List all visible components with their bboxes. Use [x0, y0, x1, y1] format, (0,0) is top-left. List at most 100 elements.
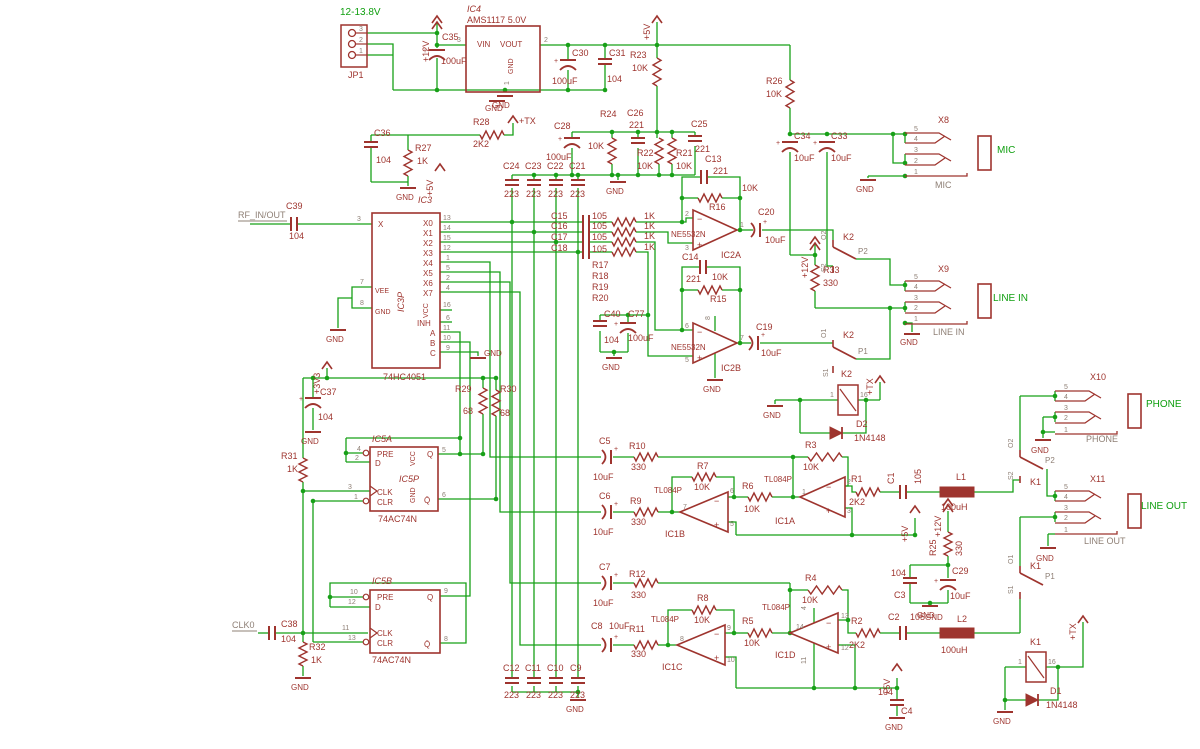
component-C8[interactable]: +	[601, 634, 618, 653]
component-L2[interactable]	[939, 627, 975, 639]
component-R17[interactable]	[611, 216, 637, 228]
component-R20[interactable]	[611, 246, 637, 258]
component-R18[interactable]	[611, 226, 637, 238]
component-C1[interactable]	[899, 485, 907, 499]
component-pwr12v1[interactable]	[431, 14, 443, 30]
component-C4[interactable]	[890, 699, 904, 706]
component-R32[interactable]	[297, 641, 309, 667]
component-C31[interactable]	[598, 58, 612, 65]
component-pwr5v2[interactable]	[434, 162, 446, 172]
component-pwr5v1[interactable]	[651, 14, 663, 24]
component-bub4[interactable]	[362, 638, 370, 646]
component-C39[interactable]	[290, 217, 298, 231]
component-C13[interactable]	[700, 170, 708, 184]
component-pwr5v3[interactable]	[909, 504, 921, 514]
component-R3[interactable]	[807, 451, 843, 463]
component-IC3[interactable]	[371, 212, 441, 369]
component-IC5A[interactable]	[369, 446, 439, 512]
component-R24[interactable]	[606, 137, 618, 165]
component-pwr12v3[interactable]	[942, 497, 954, 513]
component-wedge2[interactable]	[369, 627, 379, 639]
component-L1[interactable]	[939, 486, 975, 498]
component-K2P1[interactable]	[832, 340, 857, 373]
component-pwrtx1[interactable]	[507, 114, 519, 124]
component-C3[interactable]	[903, 577, 917, 584]
component-C26[interactable]	[631, 137, 645, 144]
component-C24[interactable]	[505, 179, 519, 186]
component-bub2[interactable]	[362, 497, 370, 505]
component-X9[interactable]	[905, 280, 992, 325]
component-R8[interactable]	[691, 604, 717, 616]
component-C23[interactable]	[527, 179, 541, 186]
component-pwr5v4[interactable]	[891, 662, 903, 672]
component-C5[interactable]: +	[601, 446, 618, 465]
component-R5[interactable]	[747, 627, 773, 639]
component-R27[interactable]	[402, 149, 414, 177]
component-C11[interactable]	[527, 677, 541, 684]
component-bub1[interactable]	[362, 449, 370, 457]
component-C21[interactable]	[571, 179, 585, 186]
component-C20[interactable]: +	[750, 219, 767, 238]
component-pwr3v3[interactable]	[321, 360, 333, 370]
component-R28[interactable]	[479, 129, 505, 141]
component-IC1C[interactable]	[674, 623, 726, 667]
component-C25[interactable]	[688, 135, 702, 142]
component-R22[interactable]	[653, 137, 665, 165]
component-C9[interactable]	[571, 677, 585, 684]
component-R19[interactable]	[611, 236, 637, 248]
component-R31[interactable]	[297, 457, 309, 483]
component-C22[interactable]	[549, 179, 563, 186]
component-C36[interactable]	[364, 141, 378, 148]
component-R33[interactable]	[809, 264, 821, 292]
component-IC2A[interactable]	[692, 208, 739, 252]
component-pwrtx2[interactable]	[874, 374, 886, 384]
component-pwr12v2[interactable]	[809, 235, 821, 251]
component-C6[interactable]: +	[601, 501, 618, 520]
component-C35[interactable]: +	[423, 48, 446, 61]
component-R26[interactable]	[784, 79, 796, 109]
component-wedge1[interactable]	[369, 485, 379, 497]
component-C77[interactable]: +	[614, 321, 637, 334]
component-C7[interactable]: +	[601, 572, 618, 591]
component-R11[interactable]	[633, 639, 659, 651]
component-JP1[interactable]	[340, 24, 368, 68]
component-C12[interactable]	[505, 677, 519, 684]
component-X11[interactable]	[1055, 490, 1142, 535]
component-R21[interactable]	[666, 137, 678, 165]
component-R25[interactable]	[942, 531, 954, 557]
component-C37[interactable]: +	[299, 396, 322, 409]
component-R9[interactable]	[633, 506, 659, 518]
component-C40[interactable]	[593, 320, 607, 327]
component-X8[interactable]	[905, 132, 992, 177]
component-X10[interactable]	[1055, 390, 1142, 435]
component-C30[interactable]: +	[554, 58, 577, 71]
component-K2P2[interactable]	[832, 240, 857, 273]
component-C19[interactable]: +	[748, 332, 765, 351]
component-R7[interactable]	[691, 471, 717, 483]
component-pwrtx3[interactable]	[1077, 614, 1089, 624]
component-C29[interactable]: +	[934, 578, 957, 591]
component-R10[interactable]	[633, 451, 659, 463]
component-C28[interactable]: +	[558, 136, 581, 149]
component-IC1A[interactable]	[798, 475, 846, 519]
component-R16[interactable]	[697, 192, 723, 204]
component-IC4[interactable]	[465, 25, 541, 93]
component-R4[interactable]	[807, 584, 843, 596]
component-K1P2[interactable]	[1019, 450, 1044, 483]
component-IC5B[interactable]	[369, 589, 441, 654]
component-R15[interactable]	[697, 284, 723, 296]
component-R6[interactable]	[747, 491, 773, 503]
component-IC1D[interactable]	[787, 611, 839, 655]
component-R30[interactable]	[490, 389, 502, 417]
component-C34[interactable]: +	[776, 140, 799, 153]
component-IC2B[interactable]	[692, 321, 739, 365]
component-K1P1[interactable]	[1019, 566, 1044, 599]
component-D1[interactable]	[1025, 693, 1040, 707]
component-R23[interactable]	[651, 57, 663, 87]
component-K2[interactable]	[837, 384, 859, 416]
component-R29[interactable]	[477, 387, 489, 415]
component-R12[interactable]	[633, 577, 659, 589]
component-C33[interactable]: +	[813, 140, 836, 153]
component-R1[interactable]	[855, 486, 881, 498]
